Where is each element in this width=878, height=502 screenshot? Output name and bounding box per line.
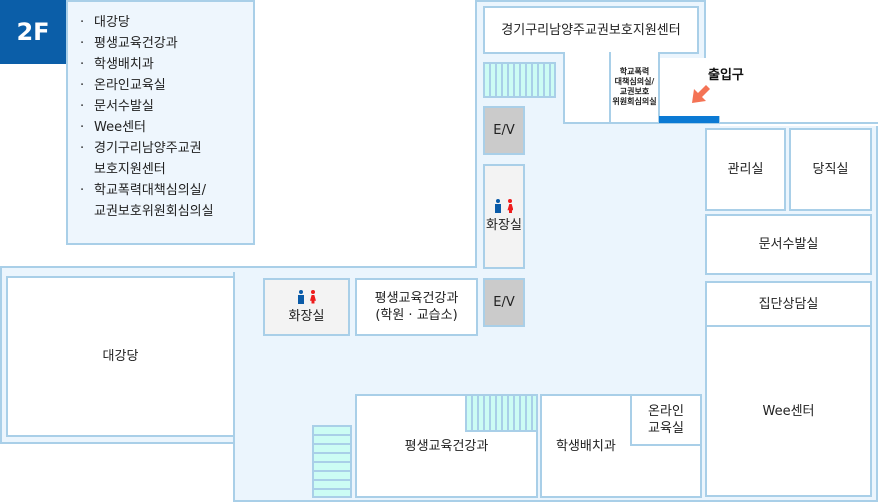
restroom-right[interactable]: 화장실 — [483, 164, 525, 269]
legend-item: ·학생배치과 — [80, 57, 154, 72]
entrance-door[interactable] — [659, 116, 719, 123]
entrance-arrow-icon — [692, 85, 710, 103]
stairs-upper — [483, 62, 556, 98]
room-online-edu[interactable]: 온라인 교육실 — [630, 394, 702, 446]
legend-item: ·학교폭력대책심의실/ 교권보호위원회심의실 — [80, 183, 214, 219]
room-mail-room[interactable]: 문서수발실 — [705, 214, 872, 275]
hall-notch — [563, 52, 611, 124]
room-school-violence[interactable]: 학교폭력 대책심의실/ 교권보호 위원회심의실 — [609, 52, 660, 124]
room-legend: ·대강당 ·평생교육건강과 ·학생배치과 ·온라인교육실 ·문서수발실 ·Wee… — [66, 0, 255, 245]
corridor-patch — [2, 268, 876, 272]
wall-line — [718, 122, 878, 124]
outside-area — [720, 58, 878, 126]
restroom-icon — [494, 199, 513, 213]
restroom-left[interactable]: 화장실 — [263, 278, 350, 336]
legend-item: ·온라인교육실 — [80, 78, 166, 93]
male-icon — [494, 199, 502, 213]
legend-item: ·경기구리남양주교권 보호지원센터 — [80, 141, 202, 177]
elevator-lower[interactable]: E/V — [483, 278, 525, 327]
floor-badge: 2F — [0, 0, 66, 64]
wall-line — [718, 116, 720, 124]
corridor-patch — [700, 124, 708, 272]
room-duty-room[interactable]: 당직실 — [789, 128, 872, 211]
room-teacher-rights-center[interactable]: 경기구리남양주교권보호지원센터 — [483, 6, 699, 54]
legend-item: ·문서수발실 — [80, 99, 154, 114]
entrance-label: 출입구 — [708, 68, 744, 83]
legend-item: ·대강당 — [80, 15, 130, 30]
room-admin-office[interactable]: 관리실 — [705, 128, 786, 211]
stairs-lower-right — [465, 394, 538, 432]
female-icon — [506, 199, 513, 213]
elevator-upper[interactable]: E/V — [483, 106, 525, 155]
room-group-counseling[interactable]: 집단상담실 — [705, 281, 872, 327]
room-lifelong-edu-academy[interactable]: 평생교육건강과 (학원 · 교습소) — [355, 278, 478, 336]
male-icon — [297, 289, 304, 304]
room-wee-center[interactable]: Wee센터 — [705, 325, 872, 497]
restroom-icon — [297, 289, 316, 304]
stairs-lower-left — [312, 425, 352, 498]
legend-item: ·Wee센터 — [80, 120, 147, 135]
female-icon — [309, 289, 316, 304]
legend-item: ·평생교육건강과 — [80, 36, 178, 51]
room-auditorium[interactable]: 대강당 — [6, 276, 235, 437]
